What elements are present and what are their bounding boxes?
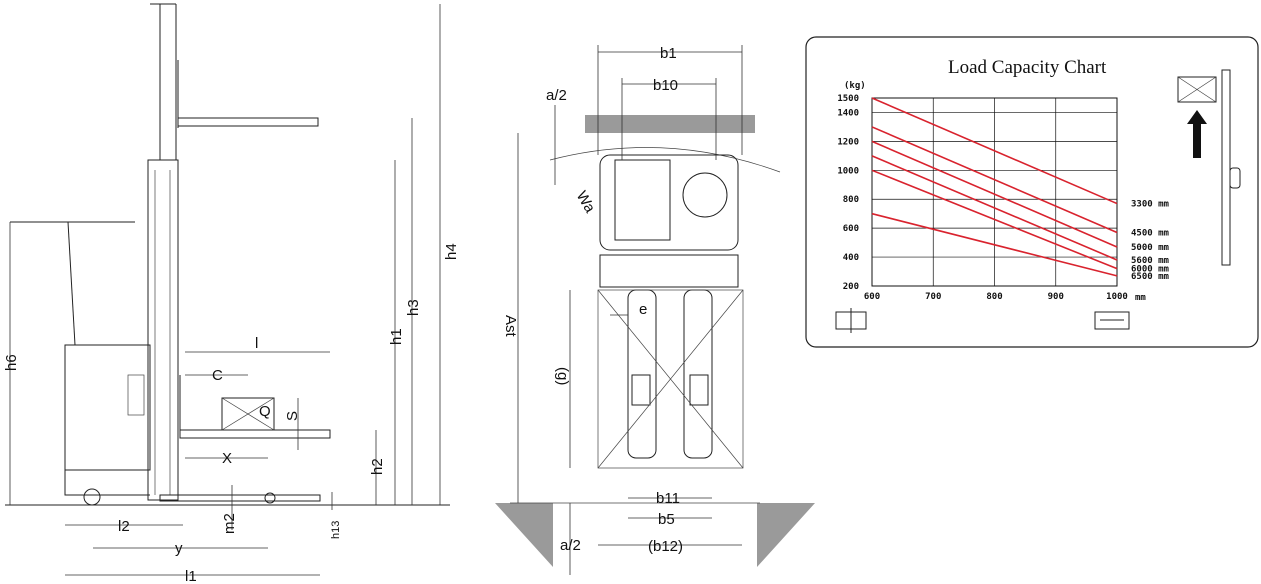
support-leg	[159, 494, 321, 502]
x-tick-label: 800	[986, 292, 1002, 302]
series-label: 5600 mm	[1131, 256, 1170, 266]
y-tick-label: 600	[843, 224, 859, 234]
series-label: 5000 mm	[1131, 243, 1170, 253]
label-b12: (b12)	[648, 538, 683, 555]
side-view: h6 h4 h3 h1 h2 h13 m2 l C Q S X l2 y l1	[3, 3, 460, 584]
x-axis-unit: mm	[1135, 293, 1146, 303]
label-ast: Ast	[502, 315, 519, 338]
truck-body	[64, 344, 151, 471]
label-h3: h3	[405, 299, 422, 316]
load-wheel	[264, 492, 276, 504]
label-h2: h2	[369, 458, 386, 475]
x-tick-label: 900	[1048, 292, 1064, 302]
y-tick-label: 1000	[837, 166, 859, 176]
load-bar	[585, 115, 755, 133]
label-q: Q	[259, 403, 271, 420]
plot-area: 600 700 800 900 1000 200 400 600 800 1000 1200 1400…	[837, 94, 1169, 302]
label-b5: b5	[658, 511, 675, 528]
label-x: X	[222, 450, 232, 467]
label-l2: l2	[118, 518, 130, 535]
y-tick-label: 1500	[837, 94, 859, 104]
y-tick-label: 800	[843, 195, 859, 205]
y-axis-unit: (kg)	[844, 81, 866, 91]
y-tick-label: 1400	[837, 108, 859, 118]
series-line	[871, 126, 1118, 234]
series-label: 6500 mm	[1131, 272, 1170, 282]
series-line	[871, 97, 1118, 205]
label-m2: m2	[221, 513, 238, 534]
fork-right	[683, 289, 713, 459]
series-line	[871, 169, 1118, 270]
series-line	[871, 140, 1118, 248]
series-label: 6000 mm	[1131, 265, 1170, 275]
top-view: b1 b10 a/2 Wa Ast (g) e b11 b5 (b12) a/2	[495, 45, 815, 575]
label-l1: l1	[185, 568, 197, 584]
load-center-icon	[835, 308, 867, 333]
y-tick-label: 400	[843, 253, 859, 263]
truck-top-chassis	[599, 254, 739, 288]
label-h4: h4	[443, 243, 460, 260]
lowered-fork	[179, 429, 331, 439]
label-b10: b10	[653, 77, 678, 94]
label-g: (g)	[554, 367, 571, 385]
label-h6: h6	[3, 354, 20, 371]
label-h13: h13	[330, 521, 342, 539]
label-b11: b11	[656, 490, 680, 507]
y-tick-label: 200	[843, 282, 859, 292]
label-a2-top: a/2	[546, 87, 567, 104]
x-tick-label: 600	[864, 292, 880, 302]
x-tick-label: 1000	[1106, 292, 1128, 302]
chart-frame	[805, 36, 1259, 348]
label-b1: b1	[660, 45, 677, 62]
label-e: e	[639, 301, 647, 318]
aisle-wall-left	[495, 503, 553, 567]
label-h1: h1	[388, 328, 405, 345]
series-label: 4500 mm	[1131, 228, 1170, 238]
load-capacity-panel: Load Capacity Chart (kg) mm 600 700 800 900…	[805, 36, 1259, 348]
load-box-icon	[1177, 76, 1217, 103]
arrow-up-icon	[1187, 110, 1207, 158]
raised-fork	[177, 117, 319, 127]
label-y: y	[175, 540, 183, 557]
label-s: S	[284, 411, 301, 421]
truck-top-body	[599, 154, 739, 251]
series-line	[871, 212, 1118, 277]
guard-post	[67, 221, 76, 346]
x-tick-label: 700	[925, 292, 941, 302]
mast-icon	[1221, 69, 1231, 266]
label-a2-bottom: a/2	[560, 537, 581, 554]
series-label: 3300 mm	[1131, 200, 1170, 210]
label-wa: Wa	[573, 188, 599, 216]
pallet-outline	[597, 289, 744, 469]
label-c: C	[212, 367, 223, 384]
load-width-icon	[1094, 311, 1130, 330]
label-l: l	[255, 335, 258, 352]
aisle-wall-right	[757, 503, 815, 567]
series-line	[871, 155, 1118, 261]
chart-title: Load Capacity Chart	[948, 57, 1107, 78]
load-box	[221, 397, 275, 431]
y-tick-label: 1200	[837, 137, 859, 147]
mast-lower	[147, 159, 179, 501]
drive-wheel	[83, 488, 101, 506]
